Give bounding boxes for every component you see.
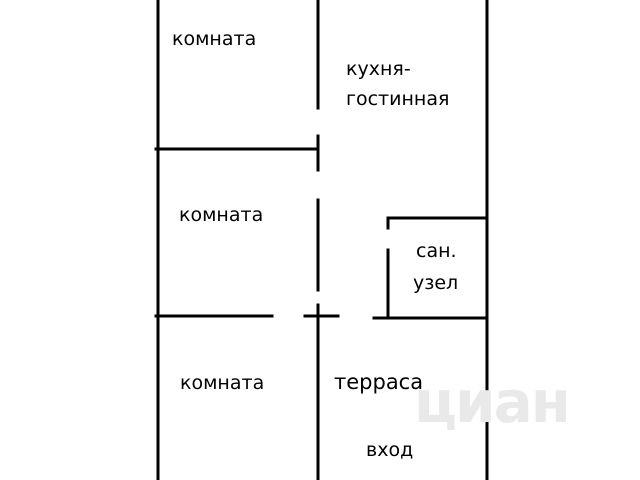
terrace-label: терраса xyxy=(334,370,424,394)
watermark: циан xyxy=(414,368,571,436)
kitchen-label-line2: гостинная xyxy=(346,88,450,110)
kitchen-label-line1: кухня- xyxy=(346,58,411,80)
bathroom-label-line2: узел xyxy=(413,272,459,294)
room-middle-left-label: комната xyxy=(179,204,264,226)
bathroom-label-line1: сан. xyxy=(416,240,457,262)
room-bottom-left-label: комната xyxy=(180,372,265,394)
entrance-label: вход xyxy=(366,439,414,461)
room-top-left-label: комната xyxy=(172,28,257,50)
